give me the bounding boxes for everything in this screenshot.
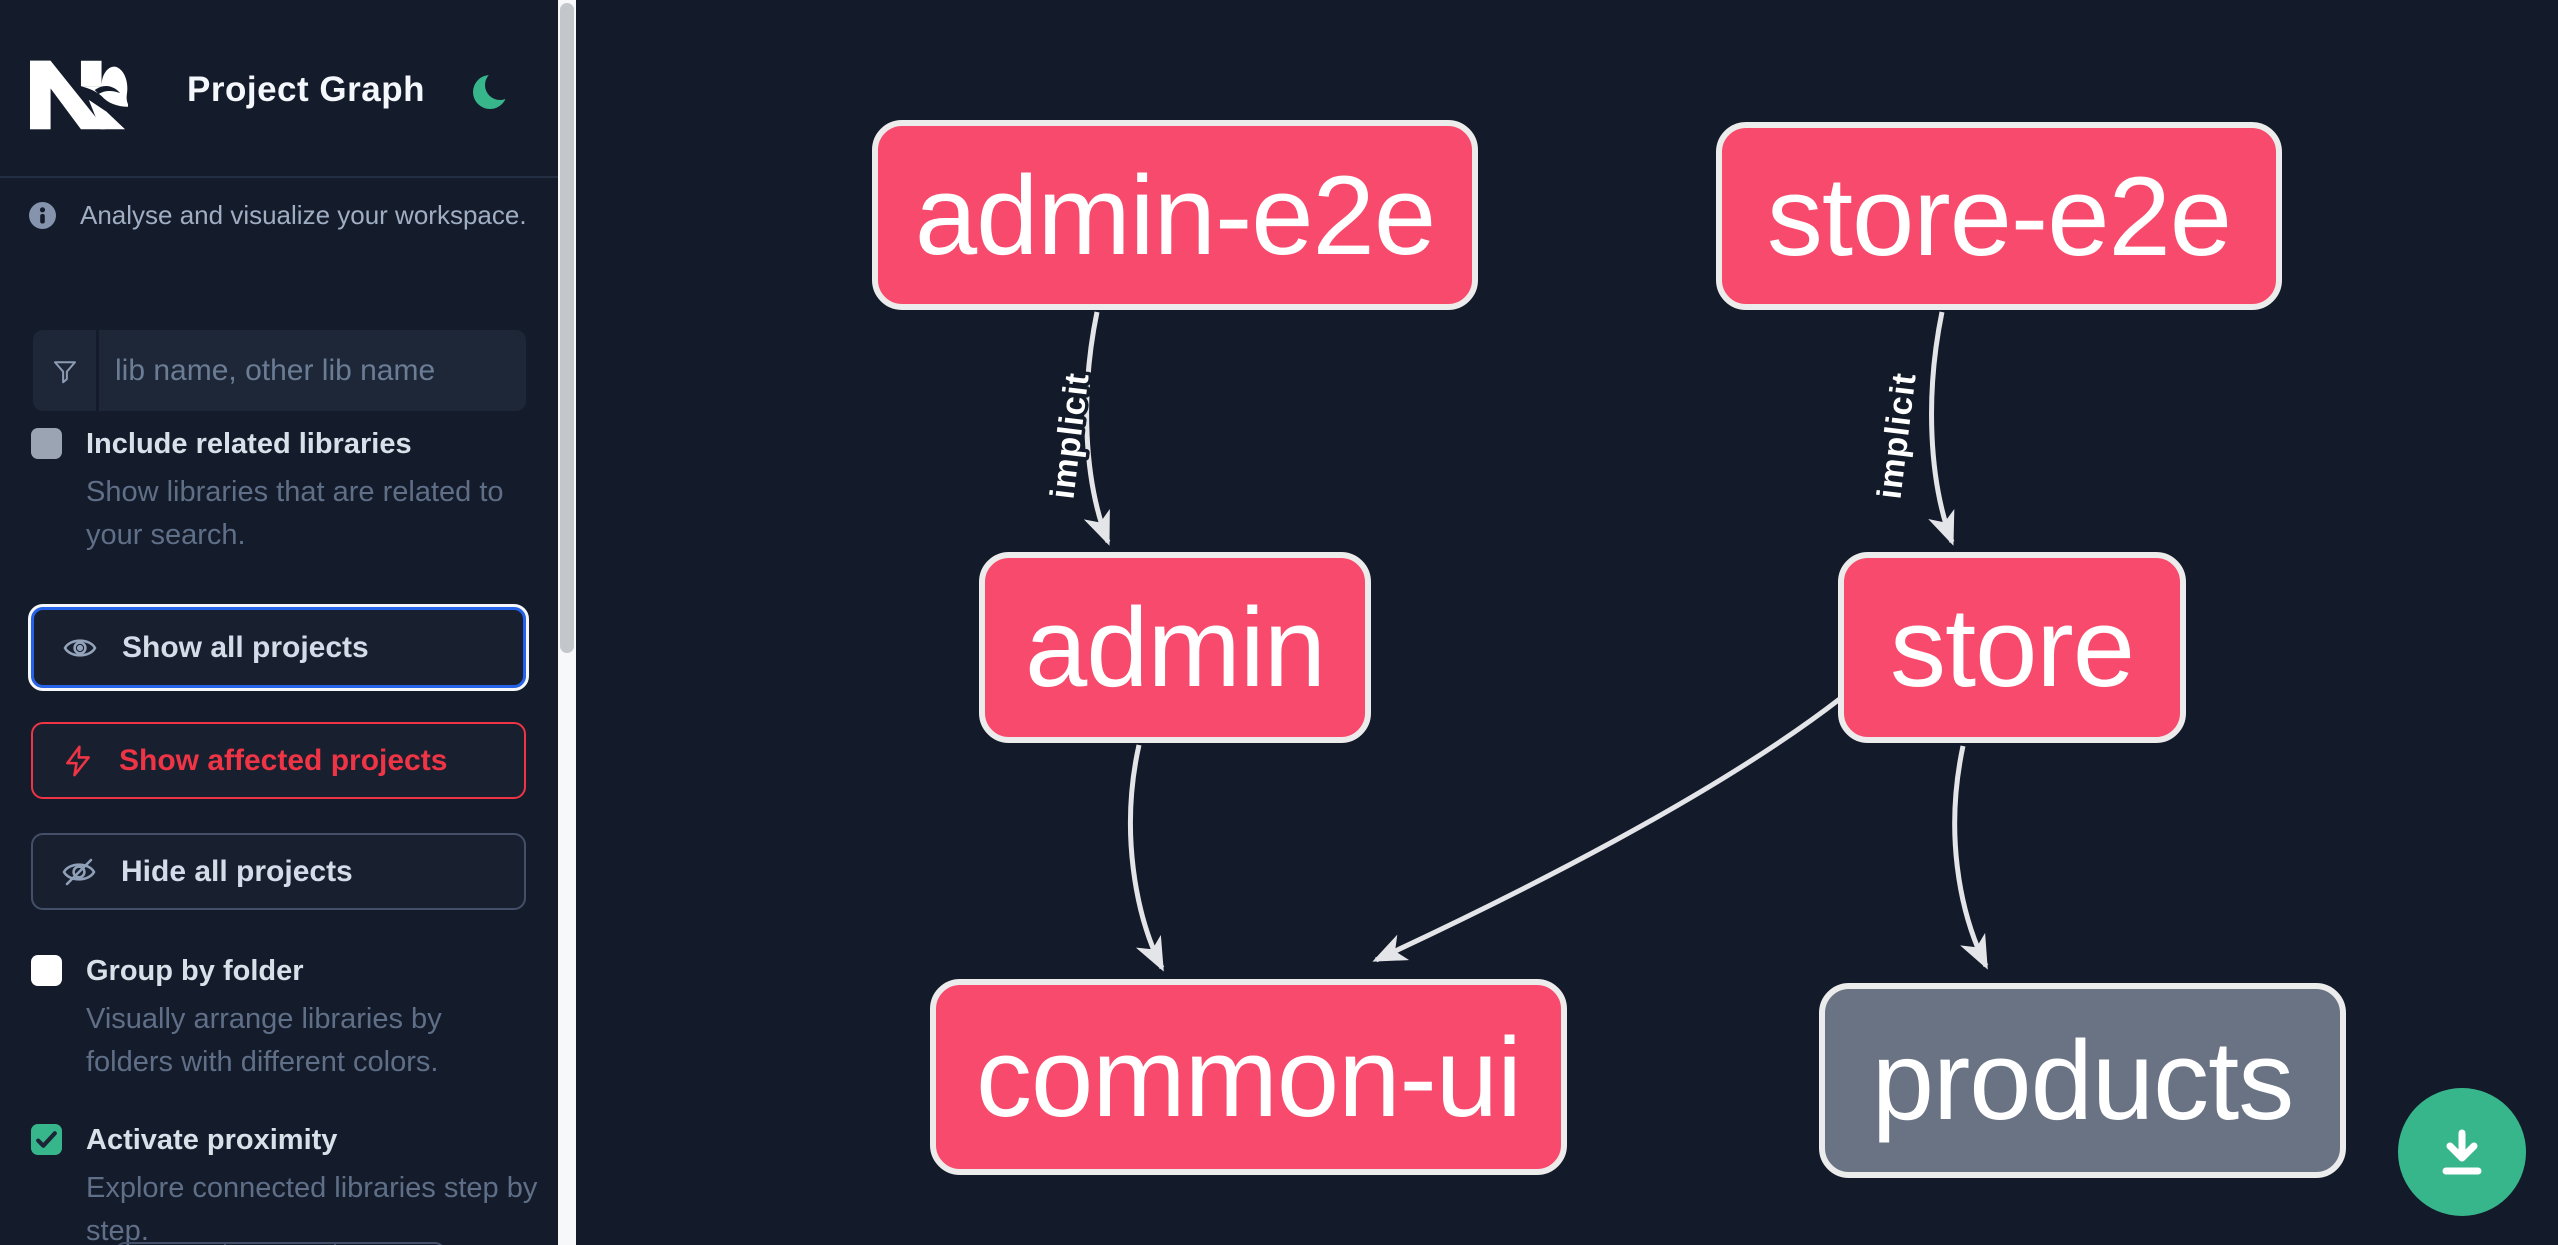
bolt-icon <box>66 745 90 776</box>
graph-node-products[interactable]: products <box>1819 983 2346 1178</box>
graph-edges: implicit implicit <box>1040 311 1989 972</box>
download-icon <box>2442 1129 2482 1175</box>
show-all-projects-label: Show all projects <box>122 630 369 664</box>
group-by-folder-label: Group by folder <box>86 955 304 987</box>
edge-store-common-ui <box>1372 696 1843 963</box>
nx-logo <box>30 60 128 130</box>
group-by-folder-checkbox[interactable] <box>31 955 62 986</box>
graph-node-admin-e2e[interactable]: admin-e2e <box>872 120 1478 310</box>
option-group-by-folder: Group by folder Visually arrange librari… <box>31 953 531 1084</box>
graph-node-common-ui[interactable]: common-ui <box>930 979 1567 1175</box>
edge-label: implicit <box>1870 370 1923 501</box>
include-related-checkbox[interactable] <box>31 428 62 459</box>
eye-icon <box>63 638 97 657</box>
graph-node-store[interactable]: store <box>1838 552 2186 743</box>
activate-proximity-description: Explore connected libraries step by step… <box>86 1172 538 1245</box>
edge-admin-common-ui <box>1127 744 1165 972</box>
edge-store-products <box>1952 745 1989 970</box>
activate-proximity-label: Activate proximity <box>86 1124 338 1156</box>
header-divider <box>0 176 558 178</box>
show-affected-projects-label: Show affected projects <box>119 743 448 777</box>
page-title: Project Graph <box>187 70 425 109</box>
eye-off-icon <box>62 858 96 885</box>
sidebar: Project Graph Analyse and visualize your… <box>0 0 558 1245</box>
theme-toggle-button[interactable] <box>468 68 516 116</box>
tagline: Analyse and visualize your workspace. <box>80 200 527 230</box>
search-box <box>33 330 526 411</box>
filter-funnel-icon <box>53 360 76 383</box>
filter-icon-cell <box>33 330 99 411</box>
search-input[interactable] <box>99 330 526 411</box>
checkmark-icon <box>36 1131 57 1148</box>
hide-all-projects-label: Hide all projects <box>121 854 353 888</box>
info-icon <box>29 202 56 229</box>
graph-node-admin[interactable]: admin <box>979 552 1371 743</box>
edge-admin-e2e-admin <box>1083 311 1111 546</box>
graph-canvas[interactable]: implicit implicit admin-e2e store-e2e admin… <box>576 0 2558 1245</box>
include-related-label: Include related libraries <box>86 428 412 460</box>
info-row: Analyse and visualize your workspace. <box>29 200 549 231</box>
show-affected-projects-button[interactable]: Show affected projects <box>31 722 526 799</box>
group-by-folder-description: Visually arrange libraries by folders wi… <box>86 1003 442 1078</box>
moon-icon <box>473 70 515 109</box>
edge-label: implicit <box>1043 370 1096 501</box>
edge-store-e2e-store <box>1928 311 1955 546</box>
show-all-projects-button[interactable]: Show all projects <box>28 604 529 691</box>
graph-node-store-e2e[interactable]: store-e2e <box>1716 122 2282 310</box>
activate-proximity-checkbox[interactable] <box>31 1124 62 1155</box>
download-graph-button[interactable] <box>2398 1088 2526 1216</box>
option-activate-proximity: Activate proximity Explore connected lib… <box>31 1122 537 1245</box>
sidebar-scrollbar-thumb[interactable] <box>560 3 574 653</box>
include-related-description: Show libraries that are related to your … <box>86 476 504 551</box>
hide-all-projects-button[interactable]: Hide all projects <box>31 833 526 910</box>
option-include-related: Include related libraries Show libraries… <box>31 426 531 557</box>
sidebar-scrollbar-track <box>558 0 576 1245</box>
